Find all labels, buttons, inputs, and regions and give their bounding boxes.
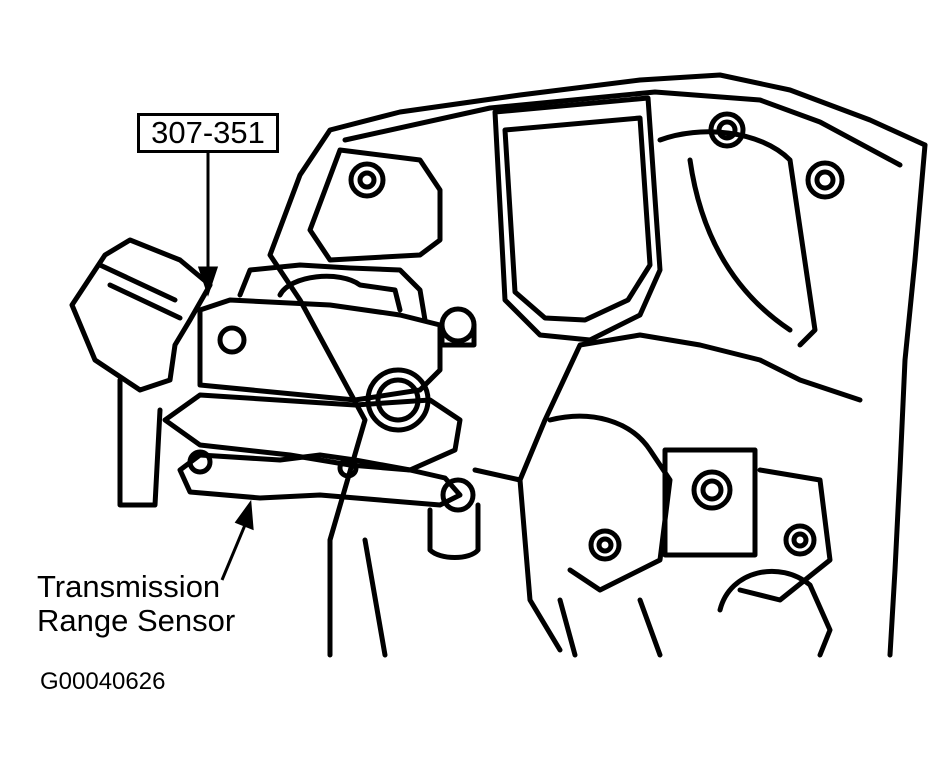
square-boss-hole bbox=[691, 469, 733, 511]
case-inner-flange bbox=[342, 89, 903, 168]
lower-sensor-bolt-body bbox=[427, 502, 481, 560]
sensor-upper-housing bbox=[237, 262, 428, 323]
upper-rib-curve bbox=[687, 157, 793, 333]
lever-pivot-hole bbox=[187, 449, 213, 475]
case-right-edge bbox=[887, 142, 928, 658]
sensor-callout-arrowhead bbox=[234, 499, 254, 531]
middle-recess bbox=[547, 413, 673, 593]
tool-callout-arrowhead bbox=[197, 266, 219, 297]
upper-bolt-hole bbox=[716, 119, 738, 141]
right-bolt-boss bbox=[805, 160, 845, 200]
case-window-inner bbox=[502, 115, 653, 323]
lower-sensor-bolt bbox=[440, 477, 476, 513]
upper-sensor-bolt bbox=[439, 306, 477, 344]
transmission-range-sensor-callout: Transmission Range Sensor bbox=[37, 570, 235, 638]
lever-slot-hole bbox=[337, 457, 359, 479]
upper-bolt-boss bbox=[708, 111, 746, 149]
sensor-lower-body bbox=[162, 392, 463, 473]
right-lower-bolt bbox=[783, 523, 817, 557]
lower-mid-bolt-hole bbox=[596, 536, 614, 554]
lower-right-foot bbox=[717, 568, 833, 658]
middle-rib-lower bbox=[517, 477, 563, 653]
case-window bbox=[492, 95, 663, 343]
sensor-plate-hole bbox=[217, 325, 247, 355]
sensor-upper-cap bbox=[277, 273, 403, 313]
sensor-callout-arrow bbox=[220, 524, 247, 581]
special-tool-callout: 307-351 bbox=[137, 113, 279, 153]
upper-rib bbox=[657, 129, 818, 348]
left-upper-bolt-hole bbox=[357, 170, 377, 190]
connector-ridge bbox=[97, 262, 183, 321]
right-bolt-hole bbox=[814, 169, 836, 191]
right-lower-bolt-hole bbox=[791, 531, 809, 549]
range-sensor-lever bbox=[177, 452, 463, 508]
figure-id: G00040626 bbox=[40, 668, 166, 695]
upper-sensor-bolt-body bbox=[439, 322, 477, 348]
lower-channel bbox=[362, 537, 663, 658]
lower-mid-bolt bbox=[588, 528, 622, 562]
left-upper-bolt bbox=[348, 161, 386, 199]
square-boss bbox=[662, 447, 758, 558]
left-upper-boss bbox=[307, 147, 443, 263]
square-boss-hole-inner bbox=[700, 478, 724, 502]
sensor-mount-plate bbox=[197, 297, 443, 403]
sensor-label-line2: Range Sensor bbox=[37, 603, 236, 638]
sensor-connector bbox=[69, 237, 213, 393]
middle-rib bbox=[472, 332, 863, 483]
connector-lower bbox=[117, 377, 163, 508]
sensor-label-line1: Transmission bbox=[37, 569, 221, 604]
right-cylinder-boss bbox=[737, 467, 833, 603]
